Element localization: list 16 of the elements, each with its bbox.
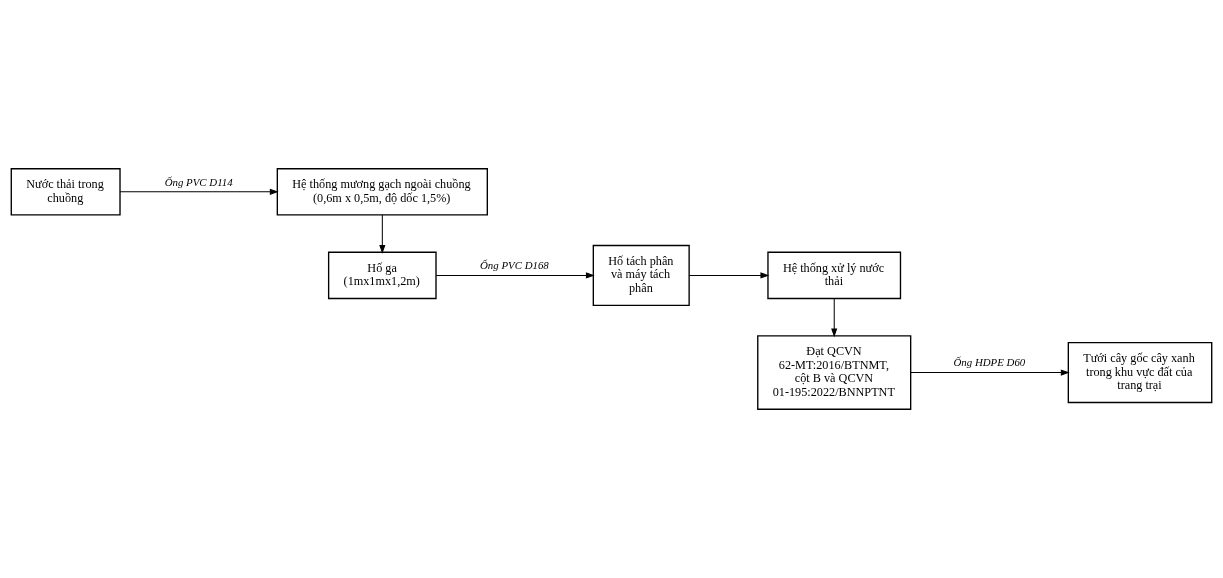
edge-label: Ống PVC D114 — [164, 175, 233, 188]
node-box: Tưới cây gốc cây xanh trong khu vực đất của trang trại — [1067, 342, 1213, 404]
node-box: Hệ thống mương gạch ngoài chuồng (0,6m x 0,5m, độ dốc 1,5%) — [276, 168, 488, 216]
arrow — [910, 369, 1070, 376]
edge-label: Ống HDPE D60 — [953, 356, 1026, 369]
node-box: Hố ga (1mx1mx1,2m) — [327, 251, 437, 300]
arrow — [119, 188, 279, 195]
arrow — [831, 298, 838, 338]
arrow — [435, 272, 595, 279]
node-box: Đạt QCVN 62-MT:2016/BTNMT, cột B và QCVN 01-195:2022/BNNPTNT — [757, 335, 912, 410]
node-box: Hố tách phân và máy tách phân — [592, 244, 690, 306]
node-box: Nước thải trong chuồng — [10, 168, 121, 216]
node-box: Hệ thống xử lý nước thải — [767, 251, 902, 300]
arrow — [379, 214, 386, 254]
arrow — [688, 272, 770, 279]
edge-label: Ống PVC D168 — [480, 259, 549, 272]
